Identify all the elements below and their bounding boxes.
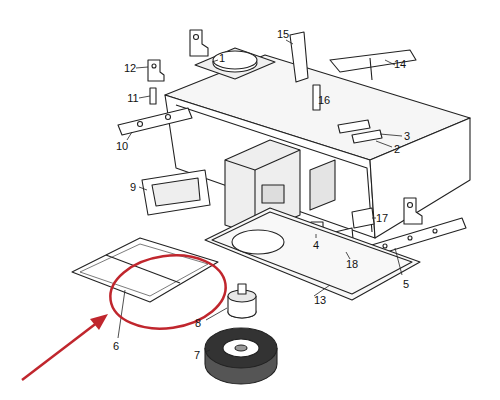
callout-number: 13 bbox=[314, 294, 326, 306]
callout-number: 17 bbox=[376, 212, 388, 224]
callout-number: 7 bbox=[194, 349, 200, 361]
callout-number: 11 bbox=[127, 92, 138, 104]
callout-number: 16 bbox=[318, 94, 330, 106]
callout-number: 2 bbox=[394, 143, 400, 155]
callout-number: 5 bbox=[403, 278, 409, 290]
callout-number: 15 bbox=[277, 28, 289, 40]
callout-number: 9 bbox=[130, 181, 136, 193]
callout-number: 4 bbox=[313, 239, 319, 251]
callout-number: 6 bbox=[113, 340, 119, 352]
callout-number: 3 bbox=[404, 130, 410, 142]
callout-number: 14 bbox=[394, 58, 406, 70]
callout-number: 10 bbox=[116, 140, 128, 152]
callout-number: 8 bbox=[195, 317, 201, 329]
callout-number: 18 bbox=[346, 258, 358, 270]
callout-number: 1 bbox=[219, 52, 225, 64]
callout-number: 12 bbox=[124, 62, 136, 74]
